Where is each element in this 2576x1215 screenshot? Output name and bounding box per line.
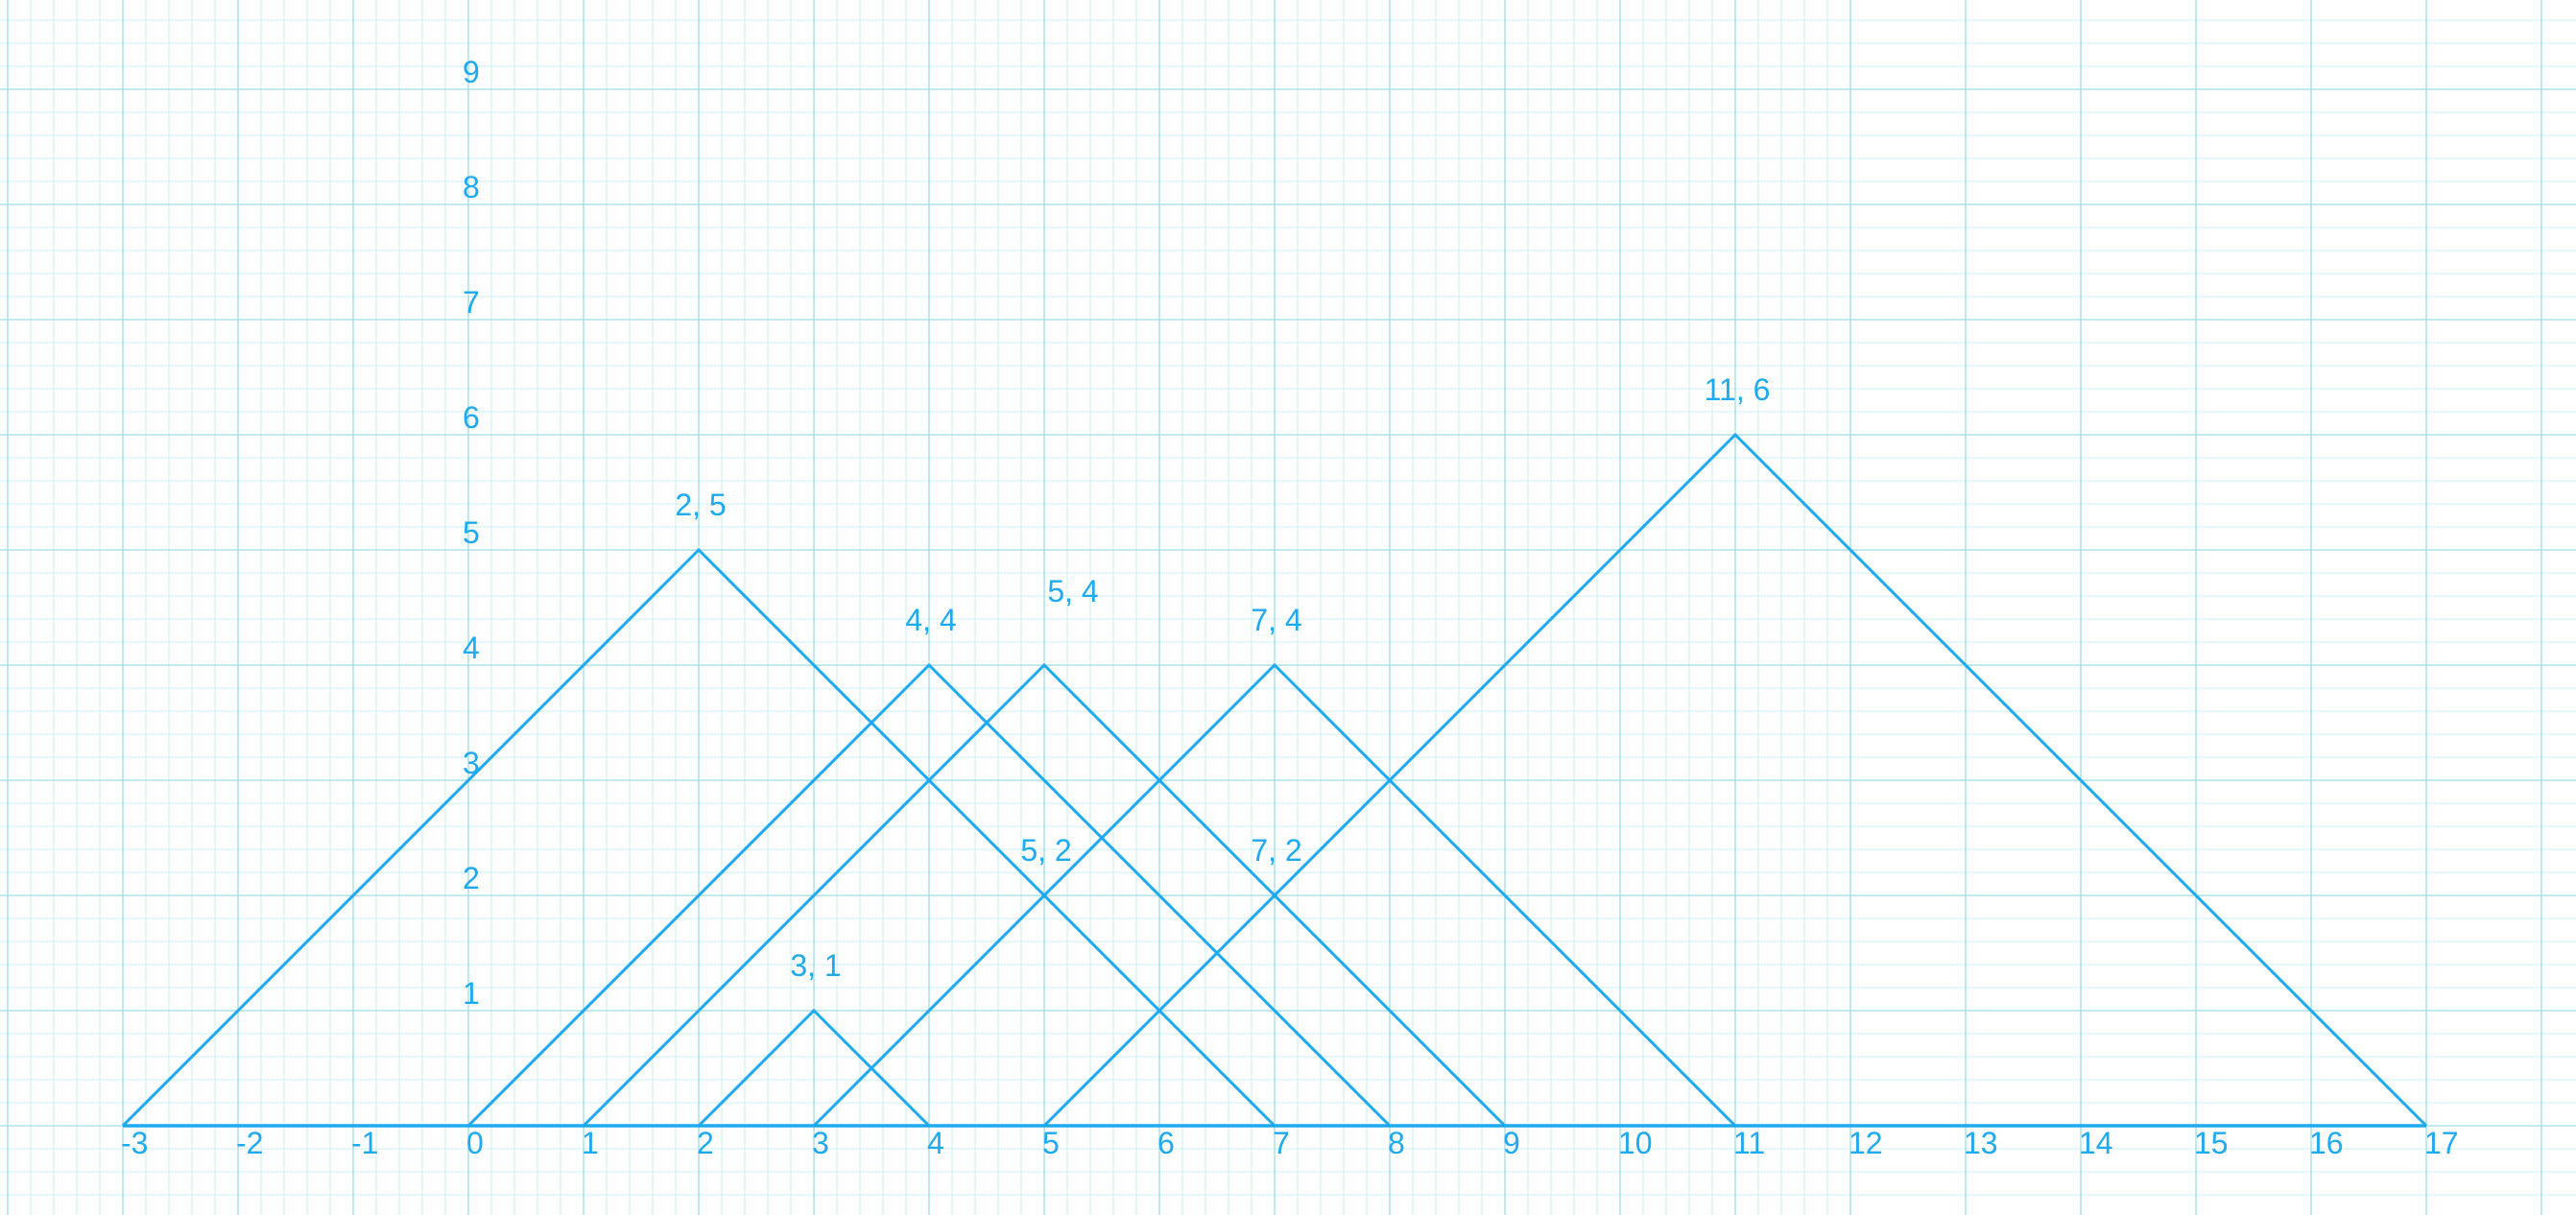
x-tick-label: -2 — [236, 1126, 263, 1160]
y-tick-label: 2 — [463, 861, 480, 895]
triangle-6 — [697, 1008, 931, 1128]
triangle-4 — [812, 662, 1737, 1128]
x-tick-label: 6 — [1157, 1126, 1175, 1160]
y-tick-label: 1 — [463, 976, 480, 1011]
peak-label: 3, 1 — [790, 948, 841, 983]
triangle-1 — [121, 547, 1276, 1128]
y-tick-label: 5 — [463, 515, 480, 550]
peak-labels: 2, 5 4, 4 5, 4 7, 4 11, 6 3, 1 5, 2 7, 2 — [675, 372, 1770, 983]
triangle-shapes — [121, 432, 2428, 1128]
triangle-2 — [466, 662, 1392, 1128]
x-tick-label: 16 — [2309, 1126, 2344, 1160]
x-tick-label: 11 — [1733, 1126, 1765, 1160]
y-tick-label: 6 — [463, 400, 480, 435]
x-tick-label: 3 — [812, 1126, 829, 1160]
x-tick-label: 13 — [1964, 1126, 1998, 1160]
x-tick-label: 12 — [1849, 1126, 1883, 1160]
peak-label: 2, 5 — [675, 488, 726, 522]
peak-label: 11, 6 — [1705, 372, 1771, 407]
x-tick-label: 4 — [927, 1126, 944, 1160]
x-tick-label: 10 — [1618, 1126, 1653, 1160]
x-tick-label: 8 — [1388, 1126, 1405, 1160]
triangle-3 — [582, 662, 1507, 1128]
peak-label: 4, 4 — [905, 603, 956, 637]
y-tick-label: 3 — [463, 746, 480, 780]
y-tick-label: 9 — [463, 55, 480, 89]
x-tick-label: -3 — [121, 1126, 148, 1160]
x-tick-label: 5 — [1042, 1126, 1060, 1160]
x-tick-label: 7 — [1273, 1126, 1290, 1160]
y-tick-label: 8 — [463, 170, 480, 204]
x-tick-label: -1 — [351, 1126, 378, 1160]
y-tick-label: 7 — [463, 285, 480, 320]
y-tick-label: 4 — [463, 631, 480, 665]
x-tick-label: 2 — [697, 1126, 714, 1160]
x-tick-label: 1 — [582, 1126, 599, 1160]
point-label: 7, 2 — [1251, 833, 1301, 868]
x-tick-label: 0 — [466, 1126, 484, 1160]
x-tick-label: 15 — [2194, 1126, 2229, 1160]
y-axis-tick-labels: 1 2 3 4 5 6 7 8 9 — [463, 55, 480, 1011]
x-tick-label: 17 — [2424, 1126, 2459, 1160]
x-tick-label: 14 — [2079, 1126, 2113, 1160]
triangle-5 — [1042, 432, 2428, 1128]
point-label: 5, 2 — [1020, 833, 1071, 868]
x-tick-label: 9 — [1503, 1126, 1520, 1160]
peak-label: 5, 4 — [1047, 574, 1098, 608]
peak-label: 7, 4 — [1251, 603, 1301, 637]
